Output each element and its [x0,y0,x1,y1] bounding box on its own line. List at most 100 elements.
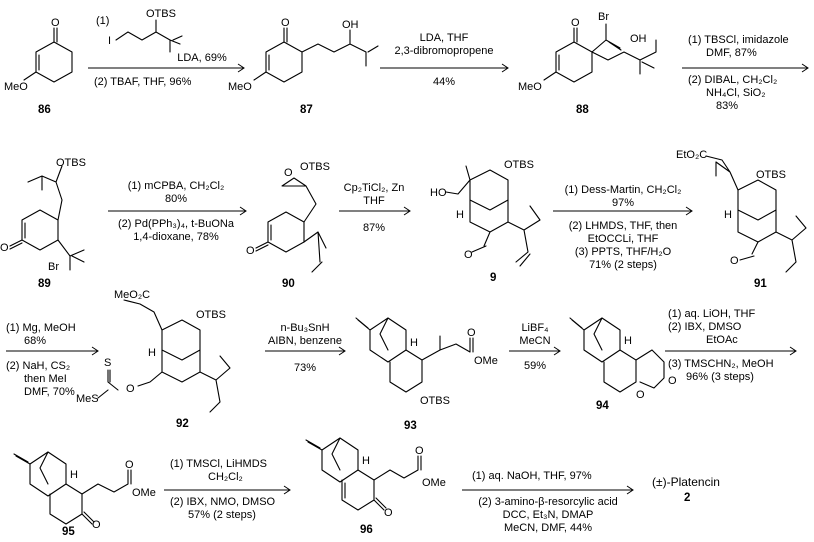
structure-93: O OMe H OTBS [355,317,498,407]
compound-9: 9 [490,272,497,284]
structure-96: H O OMe O [305,437,446,519]
arrow-step-2 [380,63,509,73]
atom-i: I [108,35,111,47]
reagent-iodide: (1) I OTBS [96,8,183,53]
compound-91: 91 [754,278,767,290]
compound-95: 95 [62,526,75,538]
compound-90: 90 [282,278,295,290]
atom-oh: OH [630,33,647,45]
atom-o: O [284,167,293,179]
atom-o: O [92,519,101,531]
product-name: (±)-Platencin [652,475,720,489]
atom-h: H [456,209,464,221]
arrow-step-4 [108,206,247,216]
atom-ome: OMe [422,477,446,489]
atom-otbs: OTBS [56,157,86,169]
atom-h: H [410,337,418,349]
arrow-step-5 [339,206,411,216]
arrow-step-6 [553,206,693,216]
arrow-step-8 [265,346,346,356]
compound-93: 93 [404,420,417,432]
atom-o: O [51,17,60,29]
atom-h: H [624,335,632,347]
step-2-below: 44% [432,76,456,88]
atom-meo: MeO [228,81,252,93]
step-number: (1) [96,15,109,27]
atom-h: H [362,455,370,467]
compound-92: 92 [176,418,189,430]
arrow-step-12 [462,485,634,495]
atom-otbs: OTBS [300,161,330,173]
structure-91: EtO₂C OTBS H O [676,149,807,273]
structure-89: OTBS O Br [0,157,86,273]
step-8-below: 73% [293,362,317,374]
atom-o: O [467,327,476,339]
atom-mes: MeS [76,393,99,405]
structure-87: O OH MeO [228,17,379,93]
atom-o: O [281,17,290,29]
atom-otbs: OTBS [504,159,534,171]
atom-o: O [464,249,473,261]
atom-otbs: OTBS [420,395,450,407]
atom-otbs: OTBS [756,169,786,181]
atom-o: O [246,245,255,257]
arrow-step-9 [509,346,561,356]
step-1-below: (2) TBAF, THF, 96% [94,76,192,88]
structure-86: O MeO [4,17,73,93]
atom-oh: OH [342,19,359,31]
arrow-step-7 [6,346,99,356]
atom-co2me: MeO₂C [114,289,150,301]
structure-95: H O OMe O [13,451,156,531]
compound-87: 87 [300,104,313,116]
structure-90: OTBS O O [246,161,330,273]
structure-94: H O O [569,317,677,401]
atom-otbs: OTBS [196,309,226,321]
atom-co2et: EtO₂C [676,149,707,161]
atom-br: Br [48,261,59,273]
compound-88: 88 [576,104,589,116]
atom-o: O [125,459,134,471]
atom-h: H [148,347,156,359]
compound-2: 2 [684,492,691,504]
arrow-step-1 [88,63,245,73]
atom-ome: OMe [474,355,498,367]
step-5-below: 87% [362,222,386,234]
compound-96: 96 [360,524,373,536]
compound-86: 86 [38,104,51,116]
atom-meo: MeO [4,81,28,93]
atom-o: O [636,389,645,401]
atom-ho: HO [430,187,447,199]
compound-94: 94 [596,400,609,412]
structure-88: O Br OH MeO [518,11,657,93]
step-9-below: 59% [523,360,547,372]
arrow-step-11 [164,485,291,495]
atom-o: O [415,445,424,457]
structure-92: MeO₂C OTBS H O S MeS [76,289,231,413]
atom-o: O [126,383,135,395]
atom-o: O [384,507,393,519]
atom-h: H [70,469,78,481]
atom-otbs: OTBS [146,8,176,20]
arrow-step-10 [665,346,797,356]
atom-h: H [724,209,732,221]
atom-s: S [104,357,111,369]
compound-89: 89 [38,278,51,290]
atom-o: O [668,375,677,387]
